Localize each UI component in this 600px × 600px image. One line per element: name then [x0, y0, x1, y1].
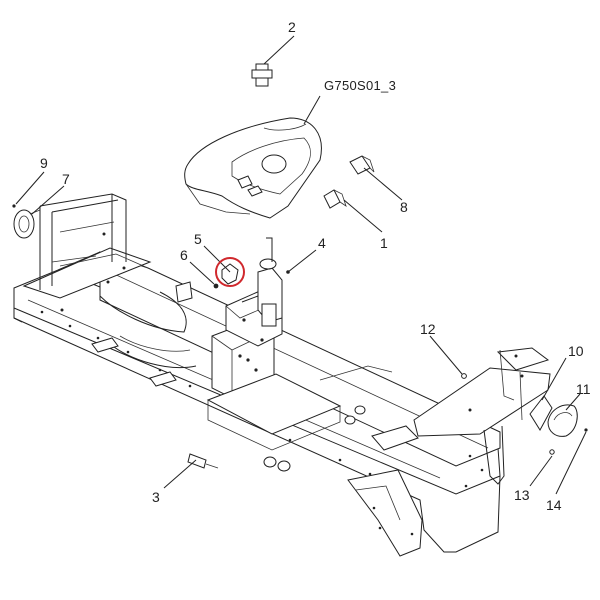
dashboard-cover — [184, 117, 322, 219]
diagram-code: G750S01_3 — [324, 78, 396, 93]
callout-11: 11 — [576, 381, 591, 397]
callout-10: 10 — [568, 343, 584, 359]
wheel-hub-parts — [529, 395, 588, 455]
ignition-key — [251, 63, 273, 87]
rear-lamp — [12, 204, 41, 239]
rear-frame — [22, 193, 197, 369]
callout-9: 9 — [40, 155, 48, 171]
callout-1: 1 — [380, 235, 388, 251]
bolt-3 — [187, 453, 219, 469]
callout-14: 14 — [546, 497, 562, 513]
steering-column — [241, 237, 290, 327]
switches — [323, 155, 375, 209]
callout-13: 13 — [514, 487, 530, 503]
leader-lines — [15, 35, 587, 495]
center-mount — [91, 281, 419, 472]
highlight-circle — [215, 257, 245, 287]
callout-3: 3 — [152, 489, 160, 505]
fasteners — [461, 373, 467, 379]
pin-and-bolt — [213, 263, 239, 289]
callout-12: 12 — [420, 321, 436, 337]
callout-7: 7 — [62, 171, 70, 187]
callout-5: 5 — [194, 231, 202, 247]
callout-8: 8 — [400, 199, 408, 215]
callout-6: 6 — [180, 247, 188, 263]
callout-4: 4 — [318, 235, 326, 251]
callout-2: 2 — [288, 19, 296, 35]
